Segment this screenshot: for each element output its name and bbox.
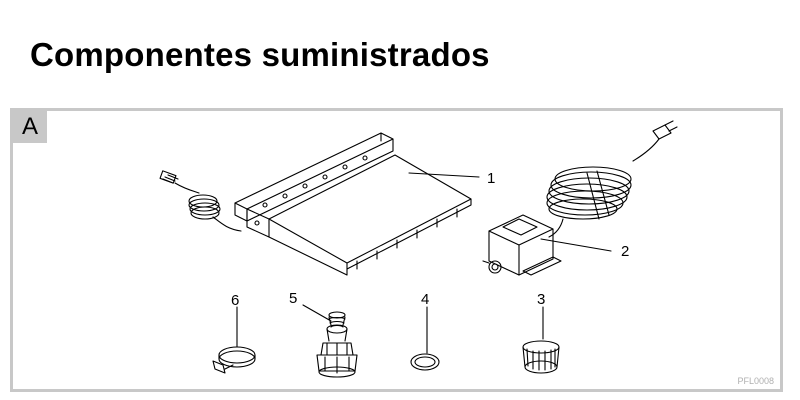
figure-a: A xyxy=(10,108,783,392)
part-number-4: 4 xyxy=(421,291,429,308)
cascade-unit-drawing xyxy=(159,132,472,276)
page-title: Componentes suministrados xyxy=(30,36,490,73)
hose-clamp-drawing xyxy=(212,346,256,374)
part-number-1: 1 xyxy=(487,170,495,187)
leader-lines xyxy=(236,172,612,354)
hose-adapter-drawing xyxy=(316,311,358,378)
part-number-2: 2 xyxy=(621,243,629,260)
part-number-5: 5 xyxy=(289,290,297,307)
transformer-drawing xyxy=(482,120,678,276)
o-ring-drawing xyxy=(410,353,440,371)
part-number-6: 6 xyxy=(231,292,239,309)
components-drawing: 1 2 3 4 5 6 xyxy=(159,120,678,378)
drawing-reference-code: PFL0008 xyxy=(737,376,774,386)
figure-label: A xyxy=(13,111,47,143)
part-number-3: 3 xyxy=(537,291,545,308)
cap-drawing xyxy=(522,340,560,374)
